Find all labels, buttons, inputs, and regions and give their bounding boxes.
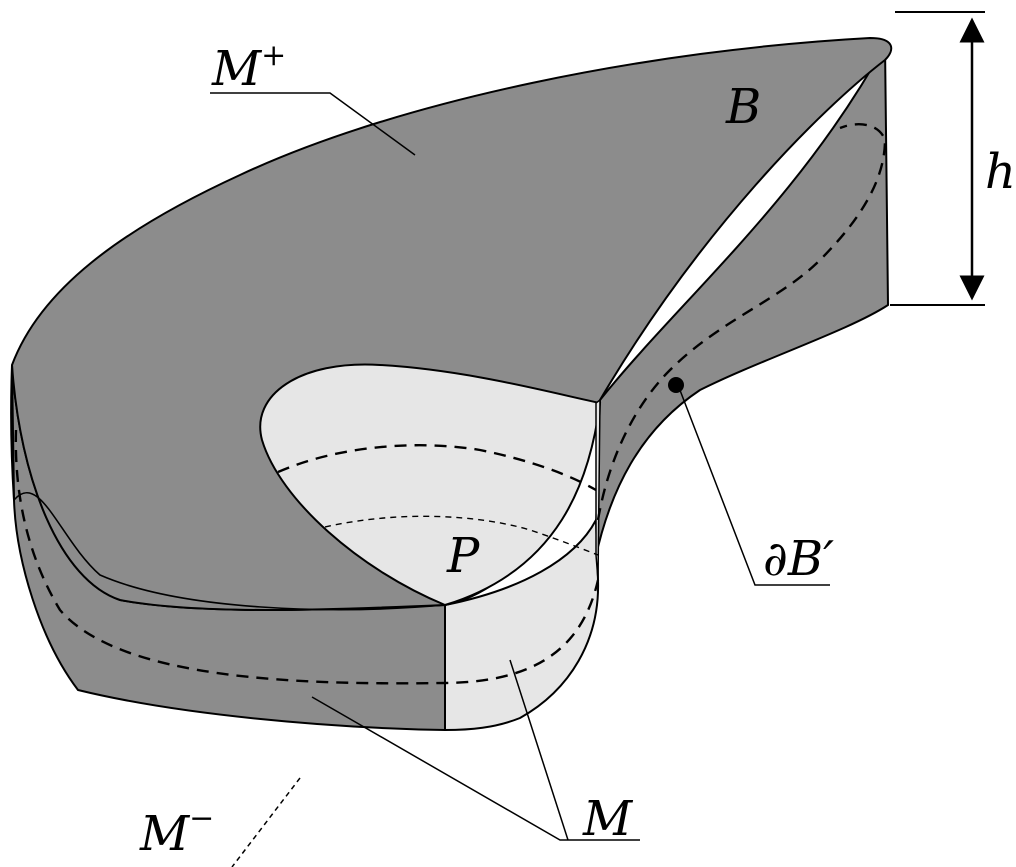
- left-edge: [11, 364, 15, 501]
- dashed-back-curve: [596, 123, 887, 521]
- hole-inner-wall: [595, 398, 601, 581]
- hole-side-wall: [444, 516, 600, 732]
- top-surface: [10, 36, 893, 611]
- boundary-point: [668, 377, 684, 393]
- leader-m-plus: [210, 92, 416, 156]
- label-m-minus: M−: [139, 801, 214, 862]
- label-h: h: [985, 144, 1016, 200]
- label-m: M: [582, 791, 634, 847]
- leader-m-1: [311, 696, 640, 841]
- label-m-plus: M+: [211, 38, 286, 97]
- label-p: P: [446, 528, 480, 584]
- leader-m-2: [509, 659, 569, 841]
- label-b: B: [725, 79, 761, 135]
- back-side-wall: [594, 41, 890, 561]
- leader-boundary: [677, 384, 830, 586]
- middle-curve-front: [13, 491, 446, 611]
- leader-m-minus: [231, 777, 301, 867]
- label-boundary: ∂B′: [763, 531, 834, 587]
- hole-top: [259, 363, 602, 607]
- dashed-hole-curve-2: [324, 515, 599, 556]
